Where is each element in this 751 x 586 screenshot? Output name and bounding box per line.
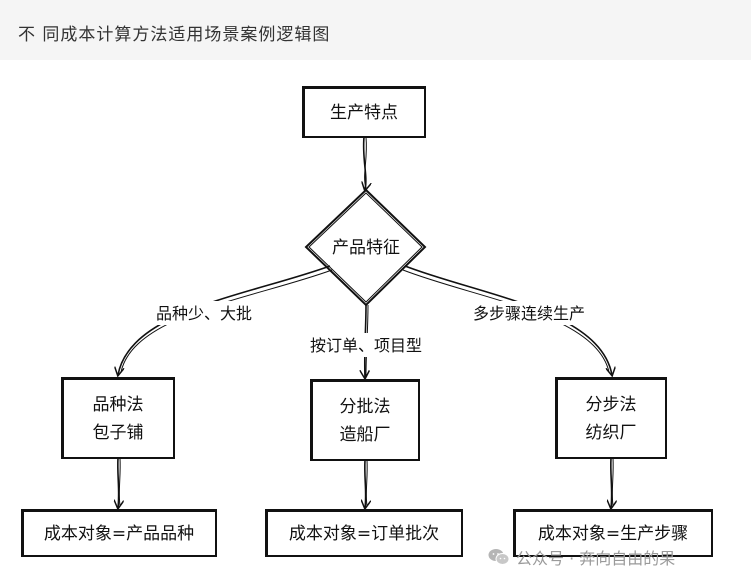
node-method-mid: 分批法 造船厂 — [310, 379, 420, 461]
method-left-line2: 包子铺 — [93, 423, 144, 443]
method-mid-line1: 分批法 — [340, 397, 391, 417]
edge-mid-to-object — [365, 459, 366, 508]
edge-left-to-object — [118, 457, 119, 508]
method-right-line1: 分步法 — [586, 395, 637, 415]
edge-label-mid: 按订单、项目型 — [310, 336, 422, 355]
node-object-right: 成本对象=生产步骤 — [513, 509, 713, 557]
edge-label-right: 多步骤连续生产 — [473, 304, 585, 323]
node-production-features: 生产特点 — [302, 86, 426, 138]
method-left-line1: 品种法 — [93, 395, 144, 415]
watermark-text: 公众号 · 奔向自由的果 — [516, 549, 676, 568]
node-method-left: 品种法 包子铺 — [61, 377, 175, 459]
flowchart: 生产特点 产品特征 品种少、大批 按订单、项目型 多步骤连续生产 品种法 包子铺… — [21, 86, 713, 557]
node-object-mid: 成本对象=订单批次 — [265, 509, 463, 557]
watermark: 公众号 · 奔向自由的果 — [488, 545, 675, 569]
object-left-label: 成本对象=产品品种 — [44, 524, 194, 544]
node-product-features-decision: 产品特征 — [304, 188, 427, 307]
title-bar: 不 同成本计算方法适用场景案例逻辑图 — [0, 0, 751, 60]
edge-right-to-object — [611, 457, 612, 508]
node-method-right: 分步法 纺织厂 — [555, 377, 667, 459]
wechat-icon — [488, 549, 510, 565]
node-product-features-label: 产品特征 — [332, 238, 400, 258]
node-object-left: 成本对象=产品品种 — [21, 509, 217, 557]
method-mid-line2: 造船厂 — [340, 425, 391, 445]
edge-label-left: 品种少、大批 — [156, 304, 252, 323]
node-production-features-label: 生产特点 — [330, 103, 398, 123]
object-right-label: 成本对象=生产步骤 — [538, 524, 688, 544]
page-title: 不 同成本计算方法适用场景案例逻辑图 — [18, 25, 331, 45]
object-mid-label: 成本对象=订单批次 — [289, 524, 439, 544]
method-right-line2: 纺织厂 — [586, 423, 637, 443]
